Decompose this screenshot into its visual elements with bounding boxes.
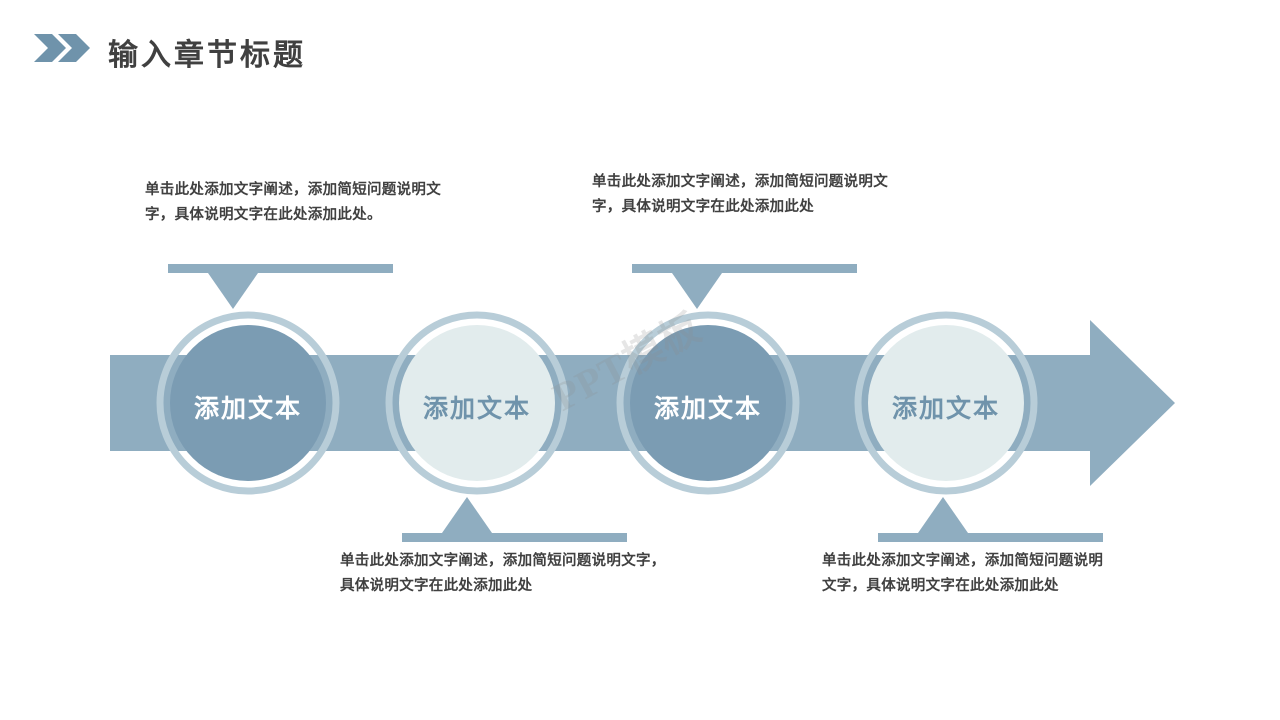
connector-top-2 xyxy=(632,264,857,309)
node-circle-3 xyxy=(616,311,800,495)
double-chevron-right-icon xyxy=(34,34,94,62)
node-circle-1 xyxy=(156,311,340,495)
node-circle-2 xyxy=(385,311,569,495)
connector-bottom-1 xyxy=(402,497,627,542)
callout-text-bottom-1: 单击此处添加文字阐述，添加简短问题说明文字，具体说明文字在此处添加此处 xyxy=(340,553,666,594)
node-circle-4 xyxy=(854,311,1038,495)
callout-text-bottom-2: 单击此处添加文字阐述，添加简短问题说明文字，具体说明文字在此处添加此处 xyxy=(822,553,1104,594)
connector-top-1 xyxy=(168,264,393,309)
connector-bottom-2 xyxy=(878,497,1103,542)
page-title: 输入章节标题 xyxy=(108,39,306,72)
slide-header: 输入章节标题 xyxy=(0,0,1280,100)
callout-text-top-2: 单击此处添加文字阐述，添加简短问题说明文字，具体说明文字在此处添加此处 xyxy=(592,174,888,215)
callout-text-top-1: 单击此处添加文字阐述，添加简短问题说明文字，具体说明文字在此处添加此处。 xyxy=(145,182,441,223)
